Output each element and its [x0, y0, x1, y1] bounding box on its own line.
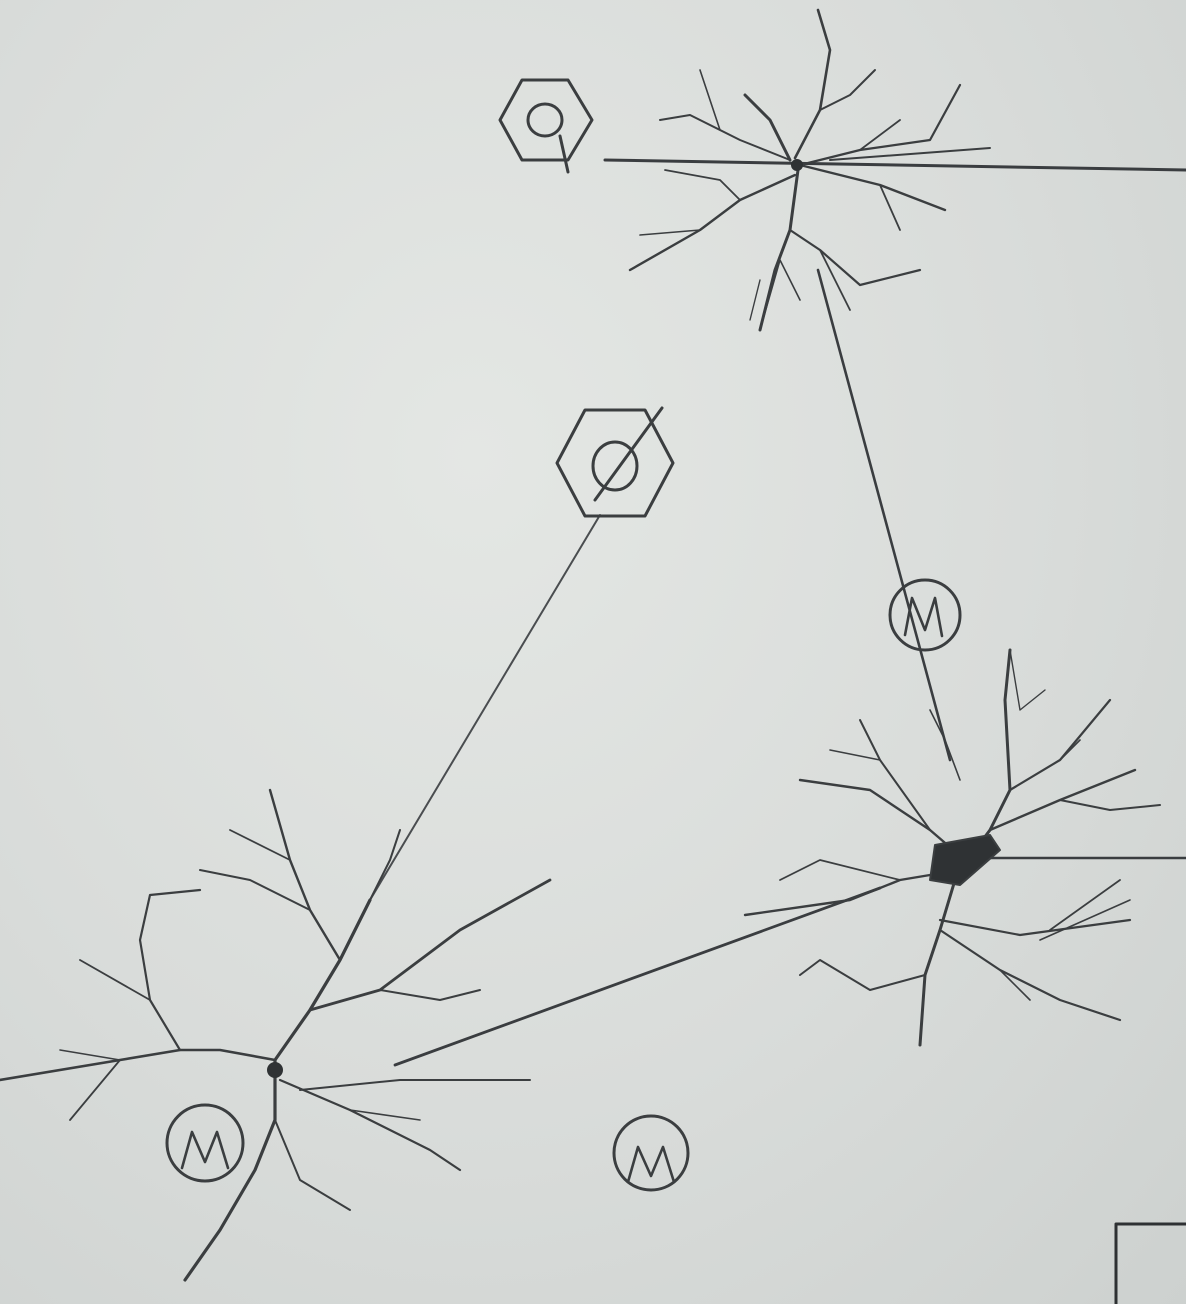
corner-box-fragment — [1116, 1224, 1186, 1304]
neuron-left — [0, 790, 550, 1280]
hexagon-to-left-neuron-line — [370, 515, 600, 900]
neuron-right — [745, 650, 1160, 1045]
m-marker-right — [890, 580, 960, 650]
hexagon-with-circle-icon — [557, 408, 673, 516]
circle-letter-icon — [890, 580, 960, 650]
neuron-top — [630, 10, 990, 330]
circle-letter-icon — [167, 1105, 243, 1181]
hexagon-marker-top — [500, 80, 592, 172]
m-marker-bottom — [614, 1116, 688, 1190]
top-to-right-axon-line — [818, 270, 950, 760]
m-marker-left — [167, 1105, 243, 1181]
hexagon-with-circle-icon — [500, 80, 592, 172]
circle-letter-icon — [614, 1116, 688, 1190]
top-horizontal-line — [605, 160, 1186, 170]
right-to-left-connection-line — [395, 888, 880, 1065]
connection-lines — [370, 160, 1186, 1304]
hexagon-marker-middle — [557, 408, 673, 516]
